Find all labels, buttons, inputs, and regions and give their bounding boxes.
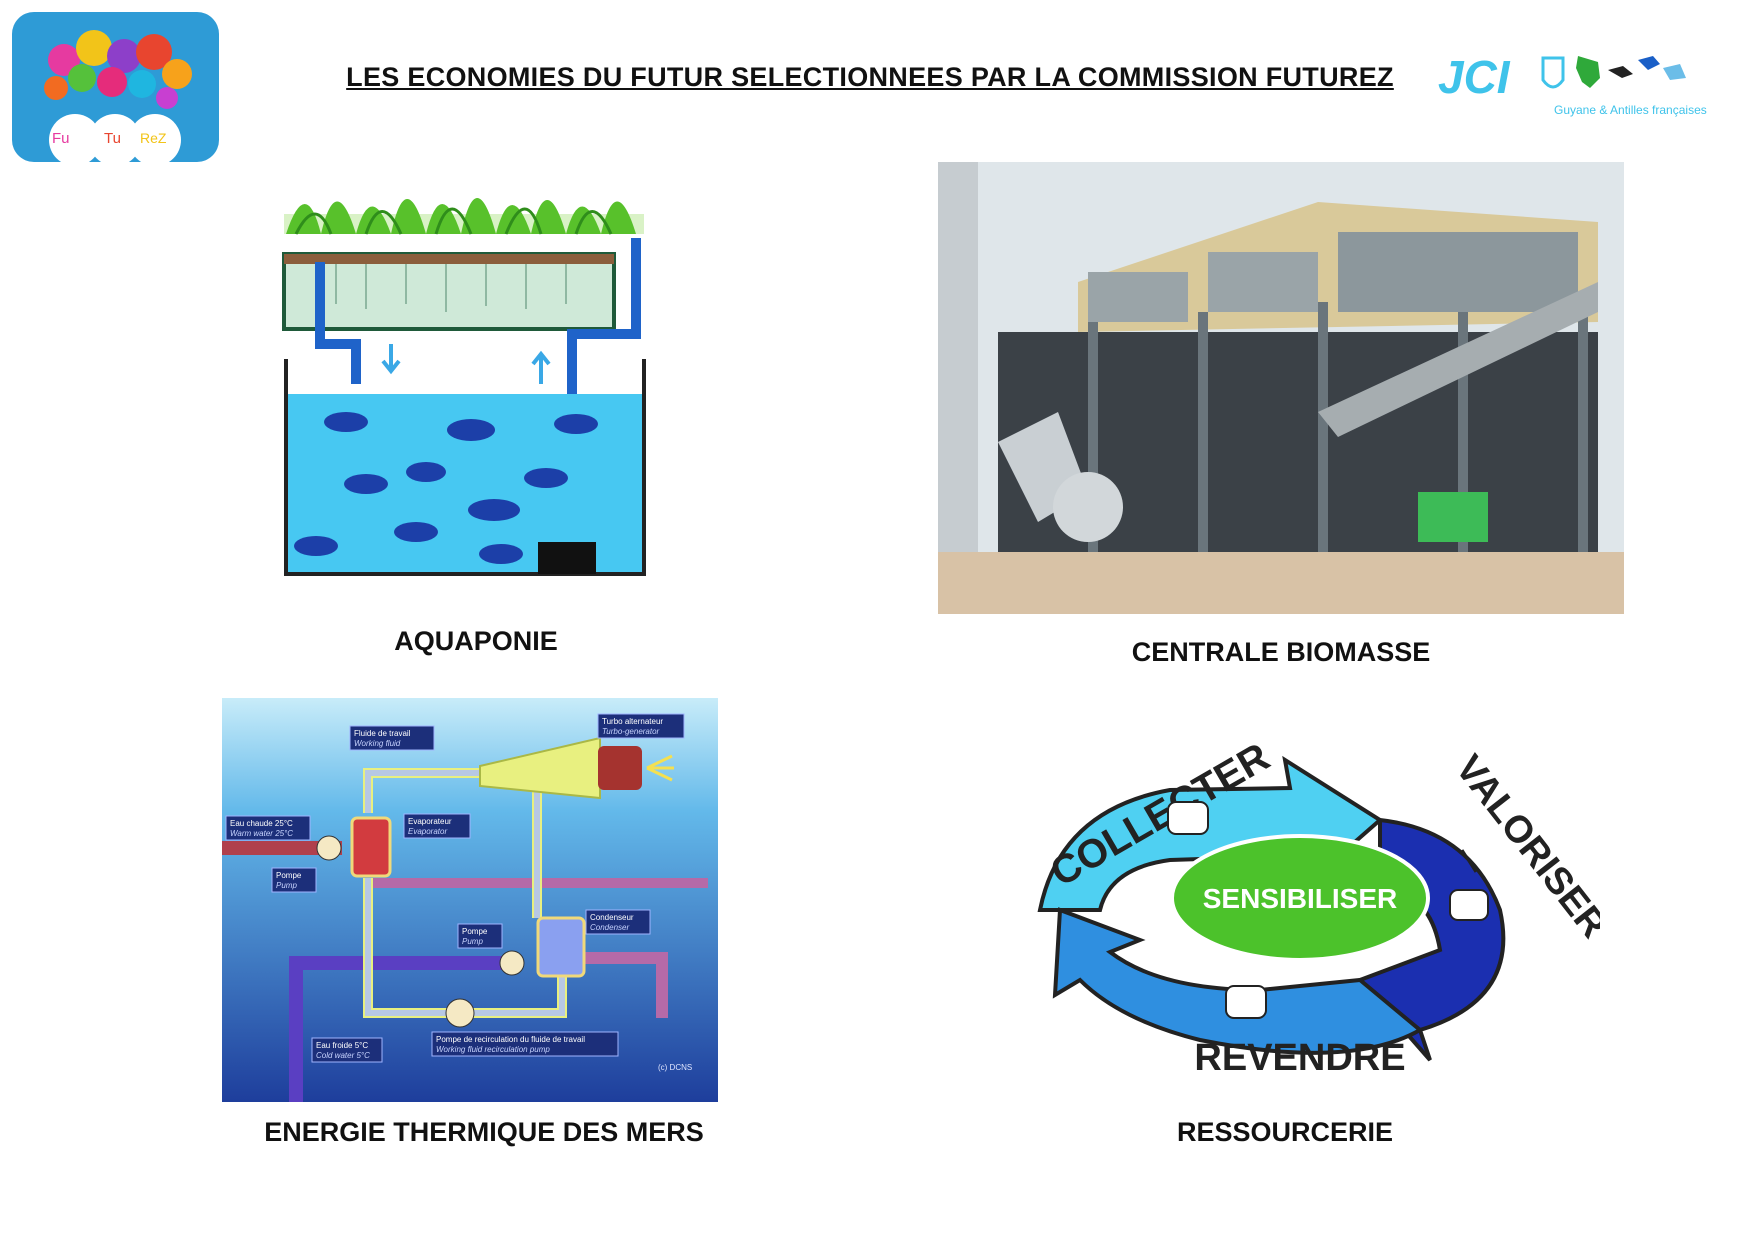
label-pump2-en: Pump [462, 937, 483, 946]
label-fluid-fr: Fluide de travail [354, 729, 411, 738]
credit-label: (c) DCNS [658, 1063, 692, 1072]
aquaponie-illustration [276, 154, 676, 588]
caption-ressourcerie: RESSOURCERIE [1176, 1117, 1394, 1147]
green-machine [1418, 492, 1488, 542]
collecter-arrow [1037, 755, 1384, 912]
drain-pipe [315, 262, 361, 384]
martinique-map-icon [1663, 64, 1686, 80]
logo-syllable-1: Fu [52, 130, 70, 147]
label-warm-fr: Eau chaude 25°C [230, 819, 293, 828]
label-recirc-en: Working fluid recirculation pump [436, 1045, 550, 1054]
futurez-logo: Fu Tu ReZ [12, 12, 219, 162]
turbine-icon [479, 736, 601, 800]
up-arrow-icon [531, 350, 551, 384]
down-arrow-icon [381, 344, 401, 375]
label-fluid-en: Working fluid [354, 739, 401, 748]
fish-tank [284, 359, 646, 576]
guyane-map-icon [1576, 56, 1600, 88]
label-cold-fr: Eau froide 5°C [316, 1041, 368, 1050]
steel-columns [1088, 302, 1588, 552]
label-cond-fr: Condenseur [590, 913, 634, 922]
cold-water-outlet [582, 952, 668, 1018]
window-strip-3 [1338, 232, 1578, 312]
caption-biomasse: CENTRALE BIOMASSE [1131, 637, 1431, 667]
pump-icon [538, 542, 596, 574]
caption-etm: ENERGIE THERMIQUE DES MERS [264, 1117, 704, 1147]
label-recirc-fr: Pompe de recirculation du fluide de trav… [436, 1035, 585, 1044]
cold-water-pipe [289, 956, 522, 1102]
label-cold-en: Cold water 5°C [316, 1051, 370, 1060]
shield-icon [1541, 56, 1565, 89]
cold-pump-icon [499, 950, 525, 976]
futurez-logo-graphic: Fu Tu ReZ [44, 30, 192, 162]
generator-icon [598, 746, 642, 790]
jci-subtitle: Guyane & Antilles françaises [1554, 103, 1707, 117]
label-pump1-en: Pump [276, 881, 297, 890]
plants-icon [284, 198, 644, 235]
label-turbo-fr: Turbo alternateur [602, 717, 663, 726]
sensibiliser-ellipse [1170, 834, 1430, 962]
ground [938, 552, 1624, 614]
etm-diagram: Fluide de travail Working fluid Turbo al… [222, 698, 718, 1102]
label-warm-en: Warm water 25°C [230, 829, 293, 838]
label-evap-en: Evaporator [408, 827, 447, 836]
label-pump1-fr: Pompe [276, 871, 302, 880]
word-revendre: REVENDRE [1194, 1037, 1405, 1079]
warm-pump-icon [316, 835, 342, 861]
window-strip-2 [1208, 252, 1318, 312]
condenser-icon [536, 916, 586, 978]
silo [938, 162, 978, 614]
grow-bed [282, 252, 616, 331]
jci-wordmark: JCI [1438, 51, 1511, 103]
armchair-icons [1167, 801, 1489, 1019]
guadeloupe-map-icon [1608, 66, 1633, 78]
conveyor [1318, 282, 1598, 437]
etm-labels: Fluide de travail Working fluid Turbo al… [225, 713, 692, 1072]
label-evap-fr: Evaporateur [408, 817, 452, 826]
recirculation-pump-icon [445, 998, 475, 1028]
label-turbo-en: Turbo-generator [602, 727, 660, 736]
label-cond-en: Condenser [590, 923, 629, 932]
logo-syllable-2: Tu [104, 130, 121, 147]
word-sensibiliser: SENSIBILISER [1203, 883, 1397, 914]
page-title: LES ECONOMIES DU FUTUR SELECTIONNEES PAR… [346, 62, 1394, 92]
roots [335, 264, 567, 312]
window-strip-1 [1088, 272, 1188, 322]
label-pump2-fr: Pompe [462, 927, 488, 936]
jci-logo: JCI Guyane & Antilles françaises [1438, 48, 1748, 120]
caption-aquaponie: AQUAPONIE [394, 626, 558, 656]
tool-icon [1460, 849, 1478, 873]
fan [1053, 472, 1123, 542]
fish-icons [294, 412, 598, 564]
biomasse-photo [938, 162, 1624, 614]
island-map-icon [1638, 56, 1660, 70]
lightning-icon [646, 754, 674, 782]
logo-syllable-3: ReZ [140, 130, 167, 146]
soil-layer [284, 254, 614, 264]
evaporator-icon [350, 816, 392, 878]
ressourcerie-cycle: SENSIBILISER COLLECTER VALORISER REVENDR… [1000, 735, 1615, 1086]
revendre-arrow [1052, 907, 1424, 1055]
